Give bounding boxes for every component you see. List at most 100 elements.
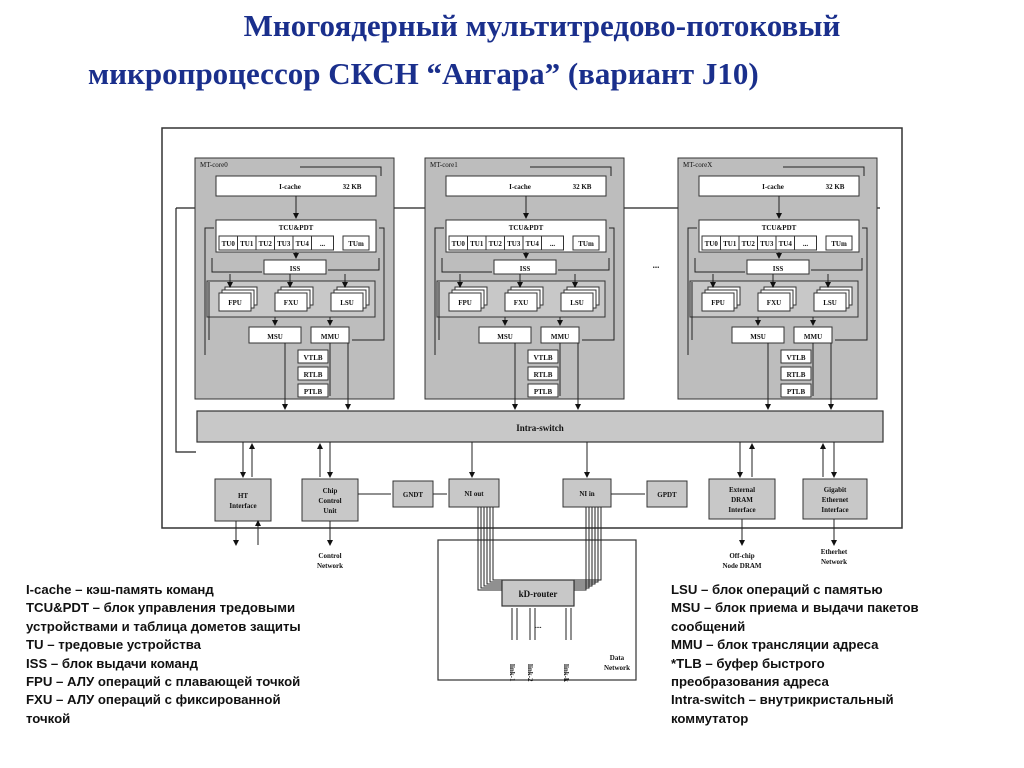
tcu-pdt-label: TCU&PDT	[509, 224, 544, 232]
msu-label: MSU	[497, 333, 513, 341]
iss-label: ISS	[773, 265, 784, 273]
ethernet-network-label: Network	[821, 558, 847, 566]
legend-right-line: LSU – блок операций с памятью	[671, 582, 883, 597]
cores-ellipsis: ...	[653, 260, 660, 270]
legend-left-line: устройствами и таблица дометов защиты	[26, 618, 301, 634]
icache-label: I-cache	[279, 183, 301, 191]
legend-right: LSU – блок операций с памятью MSU – блок…	[671, 581, 919, 728]
fxu-block	[274, 292, 308, 312]
fpu-block	[218, 292, 252, 312]
mmu-label: MMU	[551, 333, 569, 341]
msu-block	[248, 326, 302, 344]
ptlb-block-label: PTLB	[304, 388, 323, 396]
tu-unit-label: TU2	[259, 240, 273, 248]
chip-control-unit-label: Chip	[323, 487, 338, 495]
core-name: MT-coreX	[683, 161, 712, 169]
iss-label: ISS	[290, 265, 301, 273]
legend-left-line: I-cache – кэш-память команд	[26, 582, 214, 597]
gndt-block	[392, 480, 434, 508]
tu-unit-label: TU0	[705, 240, 719, 248]
ht-interface	[214, 478, 272, 522]
ni-out-block-label: NI out	[464, 490, 484, 498]
icache-size: 32 KB	[573, 183, 592, 191]
icache-size: 32 KB	[343, 183, 362, 191]
fxu-block	[504, 292, 538, 312]
ni-in-block-label: NI in	[579, 490, 594, 498]
fxu-block-label: FXU	[767, 299, 781, 307]
lsu-block	[560, 292, 594, 312]
msu-block	[731, 326, 785, 344]
rtlb-block	[780, 366, 812, 381]
tu-unit-label: TU3	[277, 240, 291, 248]
core-background	[424, 157, 625, 400]
chip-control-unit	[301, 478, 359, 522]
ptlb-block	[780, 383, 812, 398]
msu-label: MSU	[750, 333, 766, 341]
legend-right-line: преобразования адреса	[671, 674, 829, 690]
vtlb-block-label: VTLB	[786, 354, 805, 362]
offchip-dram-label: Node DRAM	[722, 562, 761, 570]
tu-unit-label: TU1	[723, 240, 737, 248]
external-dram-interface-label: Interface	[728, 506, 755, 514]
lsu-block-label: LSU	[823, 299, 837, 307]
tu-unit-label: TU4	[779, 240, 793, 248]
tu-unit	[572, 235, 600, 251]
iss-block	[263, 259, 327, 275]
legend-left-line: ISS – блок выдачи команд	[26, 655, 198, 671]
data-network-label-2: Network	[604, 664, 630, 672]
mmu-label: MMU	[321, 333, 339, 341]
msu-label: MSU	[267, 333, 283, 341]
tu-unit-label: TU1	[240, 240, 254, 248]
core-background	[194, 157, 395, 400]
link-k-label: link-k	[562, 664, 570, 682]
tcu-pdt-label: TCU&PDT	[762, 224, 797, 232]
ht-interface-label: HT	[238, 492, 248, 500]
ptlb-block	[297, 383, 329, 398]
legend-right-line: MMU – блок трансляции адреса	[671, 637, 879, 653]
ni-out-block	[448, 478, 500, 508]
vtlb-block	[297, 349, 329, 364]
rtlb-block	[297, 366, 329, 381]
tu-unit	[311, 235, 334, 251]
intra-switch	[196, 410, 884, 443]
rtlb-block-label: RTLB	[304, 371, 323, 379]
lsu-block-label: LSU	[340, 299, 354, 307]
tu-unit-label: TU0	[452, 240, 466, 248]
icache-size: 32 KB	[826, 183, 845, 191]
gigabit-ethernet-interface-label: Gigabit	[824, 486, 847, 494]
fpu-block	[448, 292, 482, 312]
lsu-block	[330, 292, 364, 312]
tu-unit-label: TUm	[348, 240, 364, 248]
legend-right-line: сообщений	[671, 618, 746, 634]
icache-label: I-cache	[509, 183, 531, 191]
tu-unit-label: TU3	[507, 240, 521, 248]
tu-unit-label: TU4	[296, 240, 310, 248]
fxu-block-label: FXU	[284, 299, 298, 307]
fpu-block	[701, 292, 735, 312]
vtlb-block	[527, 349, 559, 364]
legend-right-line: *TLB – буфер быстрого	[671, 655, 825, 671]
legend-left-line: FPU – АЛУ операций с плавающей точкой	[26, 674, 301, 690]
ethernet-network-label: Etherhet	[821, 548, 848, 556]
data-network-label-1: Data	[610, 654, 625, 662]
iss-block	[493, 259, 557, 275]
external-dram-interface	[708, 478, 776, 520]
legend-right-line: Intra-switch – внутрикристальный	[671, 692, 894, 708]
gndt-block-label: GNDT	[403, 491, 424, 499]
control-network-label: Network	[317, 562, 343, 570]
legend-left-line: FXU – АЛУ операций с фиксированной	[26, 692, 281, 708]
intra-switch-label: Intra-switch	[516, 423, 564, 433]
gigabit-ethernet-interface	[802, 478, 868, 520]
gpdt-block-label: GPDT	[657, 491, 677, 499]
tu-unit-label: TU4	[526, 240, 540, 248]
legend-left-line: TU – тредовые устройства	[26, 637, 201, 653]
ptlb-block	[527, 383, 559, 398]
ptlb-block-label: PTLB	[534, 388, 553, 396]
chip-control-unit-label: Control	[318, 497, 341, 505]
kd-router	[501, 579, 575, 607]
tu-unit-label: ...	[803, 240, 809, 248]
lsu-block-label: LSU	[570, 299, 584, 307]
core-background	[677, 157, 878, 400]
